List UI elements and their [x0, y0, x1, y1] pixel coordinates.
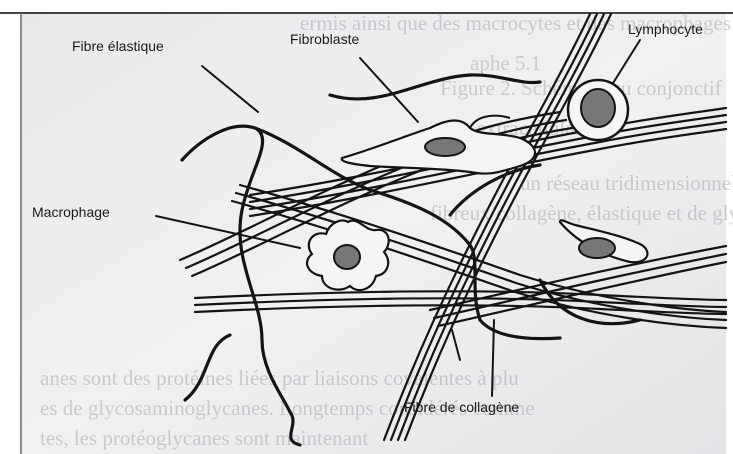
bleed-line: tes, les protéoglycanes sont maintenant: [40, 426, 368, 450]
label-macrophage: Macrophage: [32, 204, 110, 220]
bleed-line: un réseau tridimensionnel, essentielleme…: [520, 171, 733, 195]
bleed-line: aphe 5.1: [470, 51, 541, 75]
label-fibre-collagene: Fibre de collagène: [404, 399, 519, 415]
bleed-line: anes sont des protéines liées par liaiso…: [40, 366, 519, 390]
right-cell-nucleus: [579, 238, 615, 258]
label-fibroblaste: Fibroblaste: [290, 31, 359, 47]
lymphocyte-nucleus: [581, 89, 615, 127]
label-lymphocyte: Lymphocyte: [628, 21, 703, 37]
fibroblast-nucleus: [425, 138, 465, 156]
bleed-line: fibreux collagène, élastique et de glyco…: [430, 201, 733, 225]
label-fibre-elastique: Fibre élastique: [72, 38, 164, 54]
lymphocyte-cell: [568, 80, 628, 140]
macrophage-nucleus: [334, 245, 360, 269]
